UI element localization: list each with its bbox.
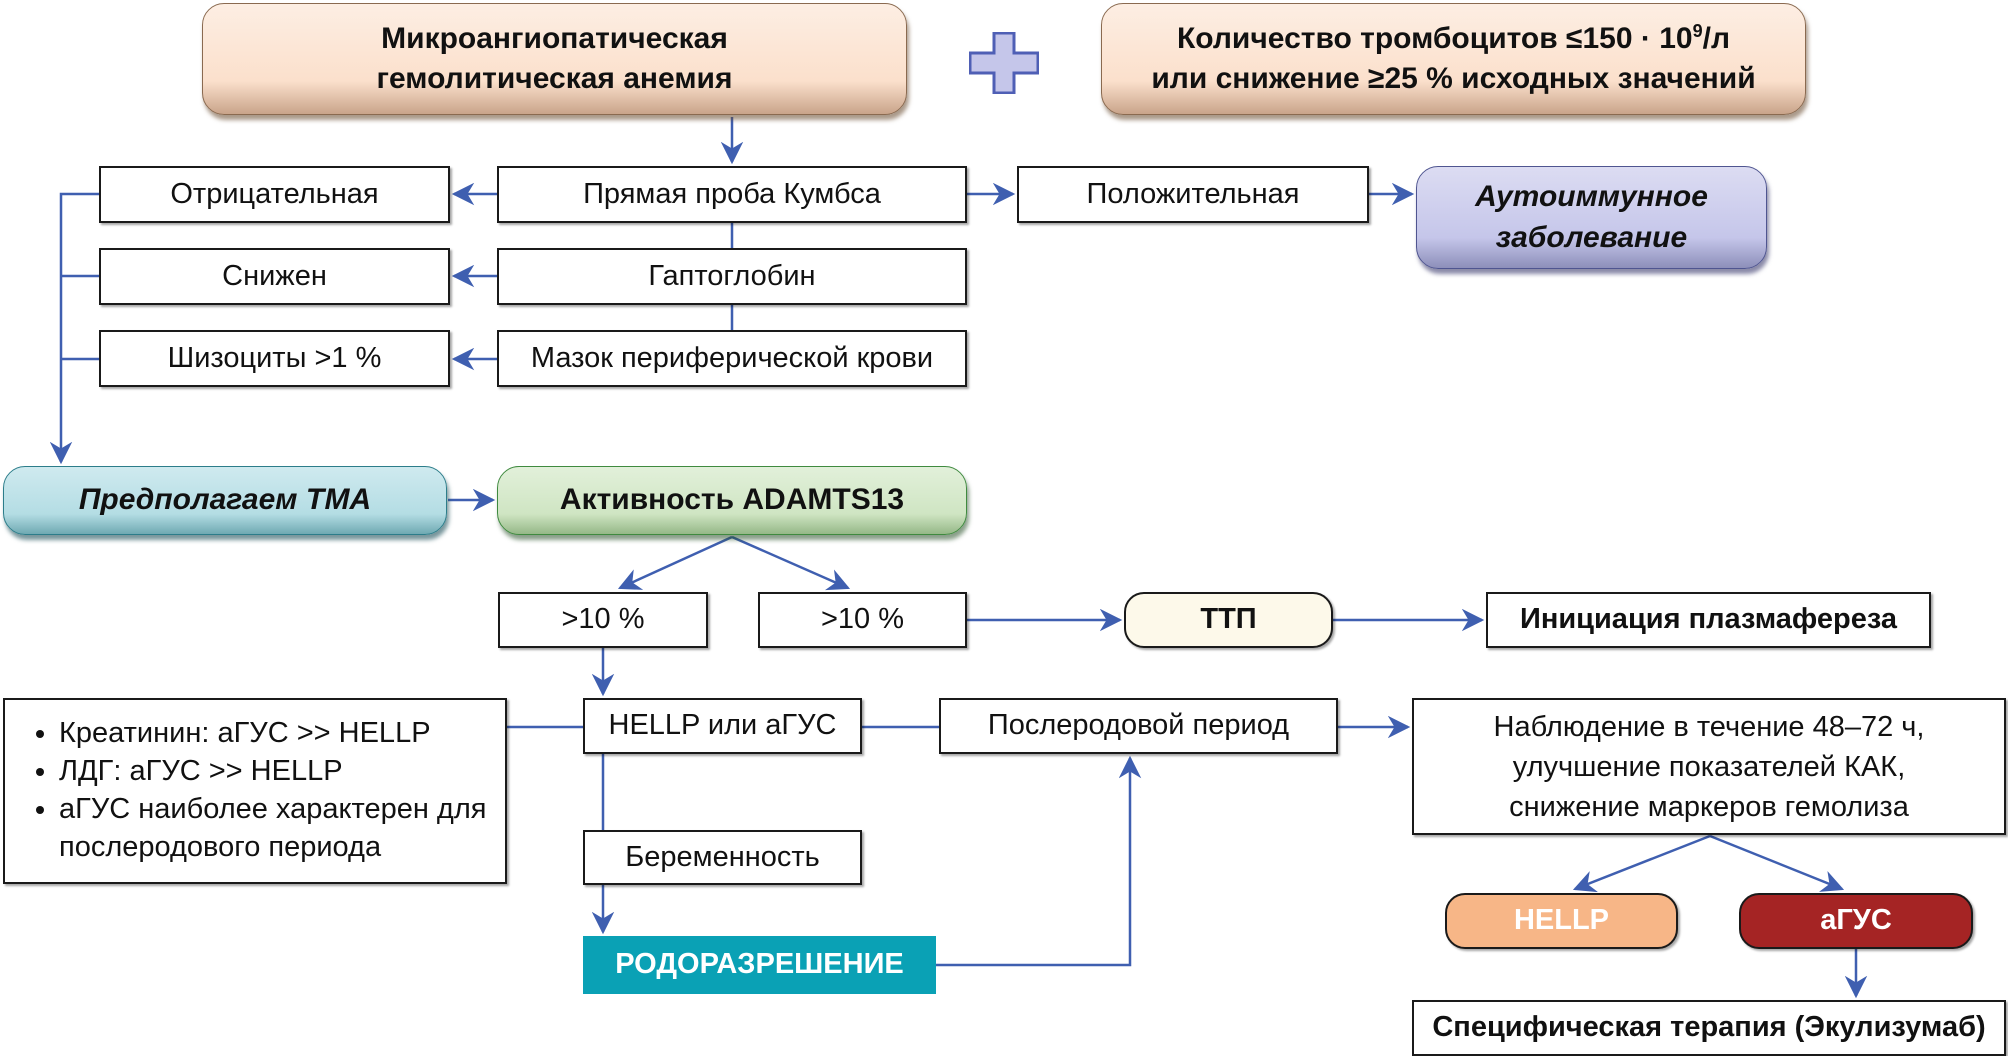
- delivery-label: РОДОРАЗРЕШЕНИЕ: [615, 948, 904, 981]
- bullet-item: Креатинин: аГУС >> HELLP: [59, 714, 487, 752]
- adamts13-box: Активность ADAMTS13: [497, 466, 967, 535]
- maha-box: Микроангиопатическая гемолитическая анем…: [202, 3, 907, 115]
- plus-icon: [969, 32, 1039, 94]
- agus-box: аГУС: [1739, 893, 1973, 949]
- autoimmune-line2: заболевание: [1495, 220, 1688, 254]
- negative-label: Отрицательная: [170, 177, 379, 210]
- specific-therapy-box: Специфическая терапия (Экулизумаб): [1412, 1000, 2006, 1056]
- platelets-line1: Количество тромбоцитов ≤150 · 109/л: [1151, 19, 1755, 60]
- platelets-line2: или снижение ≥25 % исходных значений: [1151, 62, 1756, 95]
- arrow-observation-to-hellp: [1572, 834, 1711, 893]
- arrow-adamts-to-right: [731, 535, 851, 591]
- hellp-box: HELLP: [1445, 893, 1678, 949]
- ttp-label: ТТП: [1200, 603, 1257, 636]
- agus-label: аГУС: [1820, 904, 1892, 937]
- plasmapheresis-label: Инициация плазмафереза: [1519, 603, 1898, 636]
- branch-left-label: >10 %: [561, 603, 645, 636]
- smear-box: Мазок периферической крови: [497, 330, 967, 387]
- differential-bullets-box: Креатинин: аГУС >> HELLP ЛДГ: аГУС >> HE…: [3, 698, 507, 884]
- autoimmune-line1: Аутоиммунное: [1475, 180, 1708, 213]
- observation-line2: улучшение показателей КАК,: [1512, 750, 1906, 783]
- branch-right-box: >10 %: [758, 592, 967, 648]
- platelets-line1-text: Количество тромбоцитов ≤150 · 10: [1176, 21, 1693, 55]
- bullet-item: аГУС наиболее характерен для послеродово…: [59, 790, 487, 866]
- suspect-tma-label: Предполагаем ТМА: [78, 483, 372, 517]
- ttp-box: ТТП: [1124, 592, 1333, 648]
- delivery-box: РОДОРАЗРЕШЕНИЕ: [583, 936, 936, 994]
- branch-left-box: >10 %: [498, 592, 708, 648]
- postpartum-box: Послеродовой период: [939, 698, 1338, 754]
- hellp-or-agus-label: HELLP или аГУС: [608, 709, 837, 742]
- specific-therapy-label: Специфическая терапия (Экулизумаб): [1432, 1011, 1986, 1044]
- schistocytes-label: Шизоциты >1 %: [167, 341, 382, 374]
- suspect-tma-box: Предполагаем ТМА: [3, 466, 447, 535]
- differential-list: Креатинин: аГУС >> HELLP ЛДГ: аГУС >> HE…: [23, 714, 487, 866]
- schistocytes-box: Шизоциты >1 %: [99, 330, 450, 387]
- maha-line2: гемолитическая анемия: [376, 62, 733, 95]
- positive-label: Положительная: [1086, 177, 1300, 210]
- adamts13-label: Активность ADAMTS13: [559, 483, 905, 517]
- haptoglobin-box: Гаптоглобин: [497, 248, 967, 305]
- platelets-unit: /л: [1702, 21, 1731, 55]
- observation-line3: снижение маркеров гемолиза: [1509, 790, 1909, 823]
- coombs-box: Прямая проба Кумбса: [497, 166, 967, 223]
- line-left-spine: [49, 192, 99, 465]
- observation-line1: Наблюдение в течение 48–72 ч,: [1493, 710, 1925, 743]
- haptoglobin-label: Гаптоглобин: [648, 259, 816, 292]
- arrow-observation-to-agus: [1709, 834, 1845, 892]
- arrow-delivery-to-postpartum: [936, 755, 1142, 967]
- smear-label: Мазок периферической крови: [530, 341, 934, 374]
- hellp-label: HELLP: [1513, 904, 1610, 937]
- positive-box: Положительная: [1017, 166, 1369, 223]
- platelets-box: Количество тромбоцитов ≤150 · 109/л или …: [1101, 3, 1806, 115]
- decreased-box: Снижен: [99, 248, 450, 305]
- observation-box: Наблюдение в течение 48–72 ч, улучшение …: [1412, 698, 2006, 835]
- platelets-exponent: 9: [1692, 20, 1703, 41]
- maha-line1: Микроангиопатическая: [381, 21, 728, 55]
- postpartum-label: Послеродовой период: [987, 709, 1290, 742]
- pregnancy-box: Беременность: [583, 830, 862, 885]
- autoimmune-box: Аутоиммунное заболевание: [1416, 166, 1767, 269]
- arrow-adamts-to-left: [617, 535, 733, 590]
- coombs-label: Прямая проба Кумбса: [583, 177, 881, 210]
- hellp-or-agus-box: HELLP или аГУС: [583, 698, 862, 754]
- negative-box: Отрицательная: [99, 166, 450, 223]
- plasmapheresis-box: Инициация плазмафереза: [1486, 592, 1931, 648]
- bullet-item: ЛДГ: аГУС >> HELLP: [59, 752, 487, 790]
- decreased-label: Снижен: [222, 259, 327, 292]
- branch-right-label: >10 %: [820, 603, 905, 636]
- pregnancy-label: Беременность: [625, 840, 820, 873]
